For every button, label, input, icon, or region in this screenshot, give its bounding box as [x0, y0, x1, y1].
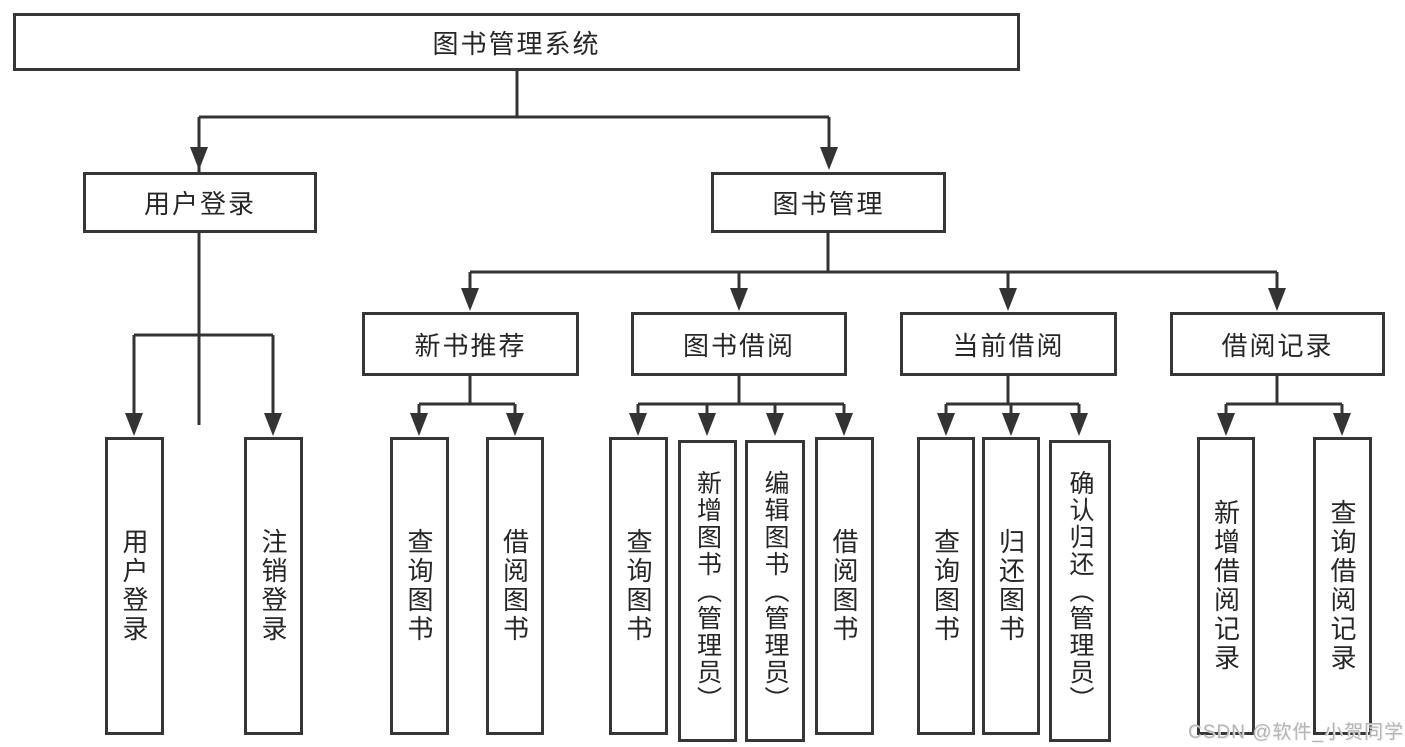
connector-root-to-level2 — [190, 71, 838, 425]
leaf-query-books-borrow: 查询图书 — [609, 437, 668, 735]
connector-newbook-to-leaves — [410, 376, 524, 436]
leaf-edit-books-admin: 编辑图书（管理员） — [745, 440, 805, 742]
node-borrow-records: 借阅记录 — [1170, 312, 1385, 376]
connector-records-to-leaves — [1217, 376, 1351, 436]
leaf-query-books-recommend: 查询图书 — [390, 437, 449, 735]
node-book-management: 图书管理 — [711, 172, 946, 233]
leaf-add-books-admin: 新增图书（管理员） — [678, 440, 737, 742]
leaf-user-login: 用户登录 — [105, 437, 164, 735]
leaf-return-books: 归还图书 — [982, 437, 1040, 735]
connector-current-to-leaves — [937, 376, 1088, 436]
leaf-query-borrow-record: 查询借阅记录 — [1313, 437, 1372, 735]
leaf-logout: 注销登录 — [244, 437, 303, 735]
leaf-borrow-books-recommend: 借阅图书 — [486, 437, 544, 735]
leaf-borrow-books: 借阅图书 — [815, 437, 874, 735]
connector-borrow-to-leaves — [629, 376, 853, 436]
node-current-borrow: 当前借阅 — [900, 312, 1117, 376]
node-user-login: 用户登录 — [83, 172, 317, 233]
leaf-query-books-current: 查询图书 — [917, 437, 975, 735]
node-library-management-system: 图书管理系统 — [13, 13, 1020, 71]
connector-bookmgmt-to-level3 — [461, 233, 1286, 311]
leaf-add-borrow-record: 新增借阅记录 — [1197, 437, 1255, 735]
node-new-book-recommend: 新书推荐 — [362, 312, 579, 376]
leaf-confirm-return-admin: 确认归还（管理员） — [1049, 440, 1111, 742]
csdn-watermark: CSDN @软件_小贺同学 — [1188, 722, 1404, 743]
node-book-borrow: 图书借阅 — [631, 312, 847, 376]
connector-userlogin-to-leaves — [125, 233, 282, 436]
